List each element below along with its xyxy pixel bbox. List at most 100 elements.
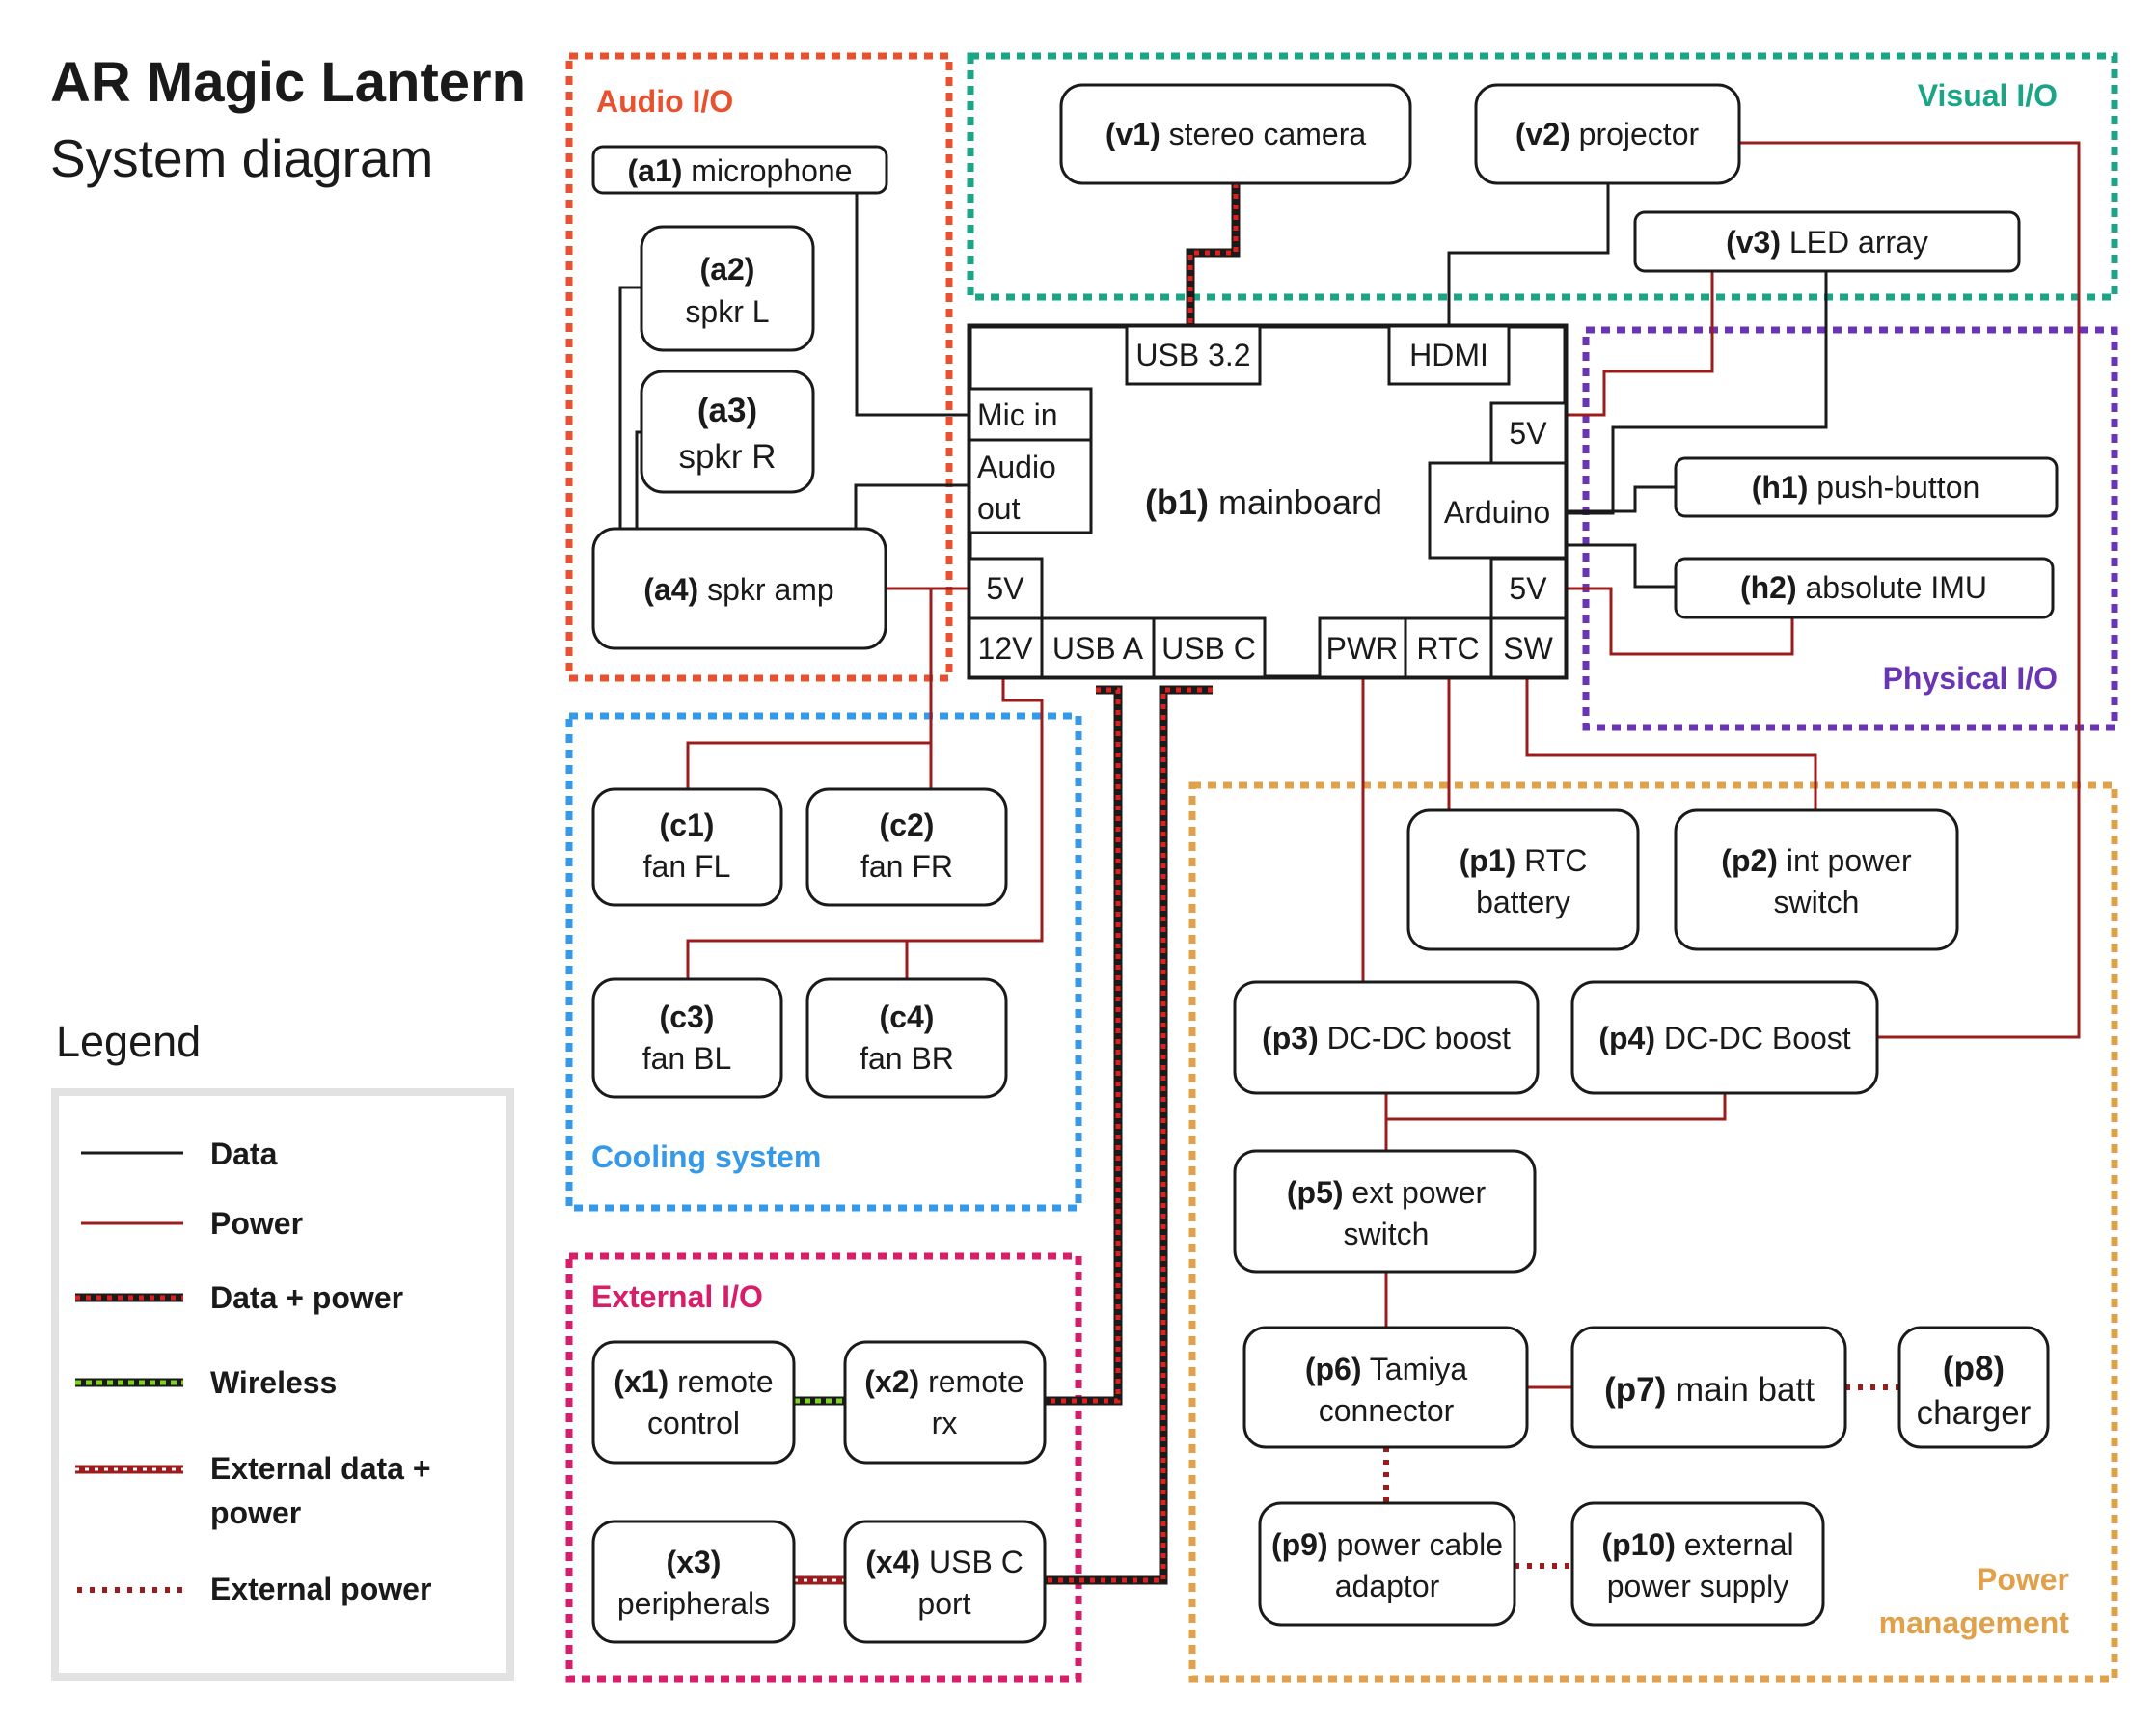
wire-button-to-arduino: [1566, 485, 1676, 513]
node-v3-box: [1633, 210, 2021, 273]
port-rtc: RTC: [1416, 631, 1479, 666]
node-a1-label: (a1) microphone: [628, 153, 853, 188]
group-external-border: [565, 1252, 1082, 1683]
wire-amp-to-spkrL: [618, 286, 641, 529]
wire-led-power: [1566, 271, 1714, 417]
group-audio-label: Audio I/O: [596, 84, 733, 119]
node-p8-label: (p8)charger: [1917, 1350, 2032, 1432]
group-audio-border: [565, 52, 953, 682]
node-c2-label: (c2)fan FR: [860, 808, 953, 884]
node-p2-box: [1674, 808, 1959, 951]
node-v2-label: (v2) projector: [1515, 117, 1700, 151]
node-x3-label: (x3)peripherals: [617, 1545, 770, 1621]
legend-label-data-power: Data + power: [210, 1280, 404, 1315]
legend-box: [51, 1088, 514, 1681]
port-usb32: USB 3.2: [1135, 338, 1250, 372]
group-cooling-label: Cooling system: [591, 1139, 821, 1174]
node-p7-label: (p7) main batt: [1604, 1371, 1815, 1409]
node-p8-box: [1897, 1326, 2050, 1449]
port-pwr: PWR: [1326, 631, 1399, 666]
node-a3-box: [640, 370, 815, 494]
node-h1-box: [1674, 456, 2059, 518]
port-usb-a: USB A: [1052, 631, 1144, 666]
mainboard: USB 3.2 HDMI Mic in Audio out 5V 12V USB…: [967, 323, 1569, 680]
node-a4-box: [591, 527, 887, 650]
node-p3-box: [1233, 980, 1540, 1095]
port-5v-right-bottom: 5V: [1509, 571, 1547, 606]
group-external-label: External I/O: [591, 1279, 763, 1314]
node-p3-label: (p3) DC-DC boost: [1262, 1021, 1511, 1055]
legend-label-ext-power: External power: [210, 1572, 432, 1606]
wire-led-to-arduino: [1566, 271, 1828, 515]
group-visual-border: [967, 52, 2118, 301]
node-x4-box: [843, 1520, 1047, 1644]
port-usb-c: USB C: [1161, 631, 1256, 666]
node-a4-label: (a4) spkr amp: [643, 572, 833, 607]
legend-label-power: Power: [210, 1206, 304, 1241]
port-audio-out-line2: out: [977, 491, 1021, 526]
group-cooling-border: [565, 712, 1082, 1212]
node-v1-box: [1059, 83, 1412, 185]
wire-imu-power: [1566, 587, 1794, 656]
port-arduino: Arduino: [1444, 495, 1550, 530]
node-v1-label: (v1) stereo camera: [1105, 117, 1367, 151]
node-c1-label: (c1)fan FL: [643, 808, 731, 884]
wire-amp-to-spkrR: [635, 430, 641, 529]
group-physical-border: [1582, 326, 2118, 731]
node-v3-label: (v3) LED array: [1726, 225, 1928, 260]
port-5v-left: 5V: [986, 571, 1024, 606]
node-p7-box: [1570, 1326, 1847, 1449]
group-power-border: [1188, 781, 2118, 1683]
wire-amp-to-audioout: [854, 483, 969, 528]
node-p6-box: [1242, 1326, 1529, 1449]
node-c2-box: [805, 787, 1008, 907]
legend-label-ext-data-power: External data + power: [210, 1451, 431, 1530]
port-5v-right-top: 5V: [1509, 416, 1547, 451]
node-p5-box: [1233, 1149, 1537, 1274]
node-h1-label: (h1) push-button: [1752, 470, 1980, 505]
node-p4-label: (p4) DC-DC Boost: [1598, 1021, 1850, 1055]
cable-usbc-to-port: [1045, 685, 1213, 1585]
node-h2-label: (h2) absolute IMU: [1740, 570, 1987, 605]
wire-boosts-to-ext-switch: [1384, 1093, 1727, 1121]
legend-label-data: Data: [210, 1137, 278, 1171]
node-c3-label: (c3)fan BL: [642, 1000, 732, 1076]
group-power-label-line1: Power: [1977, 1562, 2069, 1597]
node-a1-box: [591, 145, 888, 195]
node-x2-box: [843, 1340, 1047, 1465]
node-p4-box: [1570, 980, 1879, 1095]
wire-projector-power: [1739, 141, 2081, 1039]
wire-projector-to-hdmi: [1447, 183, 1610, 326]
wire-sw-to-switch: [1525, 677, 1817, 810]
node-a2-label: (a2)spkr L: [685, 252, 769, 329]
node-c4-label: (c4)fan BR: [860, 1000, 954, 1076]
node-v2-box: [1474, 83, 1741, 185]
wire-mic-to-micin: [855, 193, 969, 417]
port-sw: SW: [1503, 631, 1553, 666]
group-physical-label: Physical I/O: [1883, 661, 2058, 696]
wire-imu-to-arduino: [1566, 543, 1676, 589]
node-a2-box: [640, 225, 815, 352]
node-p9-box: [1258, 1501, 1516, 1627]
node-a3-label: (a3)spkr R: [678, 392, 776, 476]
node-p1-box: [1406, 808, 1640, 951]
mainboard-label: (b1) mainboard: [1145, 482, 1382, 522]
port-mic-in: Mic in: [977, 397, 1058, 432]
node-c4-box: [805, 977, 1008, 1099]
port-12v: 12V: [978, 631, 1034, 666]
port-audio-out-line1: Audio: [977, 450, 1056, 484]
group-visual-label: Visual I/O: [1918, 78, 2058, 113]
node-x3-box: [591, 1520, 796, 1644]
diagram-title: AR Magic Lantern: [50, 51, 527, 114]
diagram-subtitle: System diagram: [50, 128, 434, 188]
node-h2-box: [1674, 557, 2055, 619]
